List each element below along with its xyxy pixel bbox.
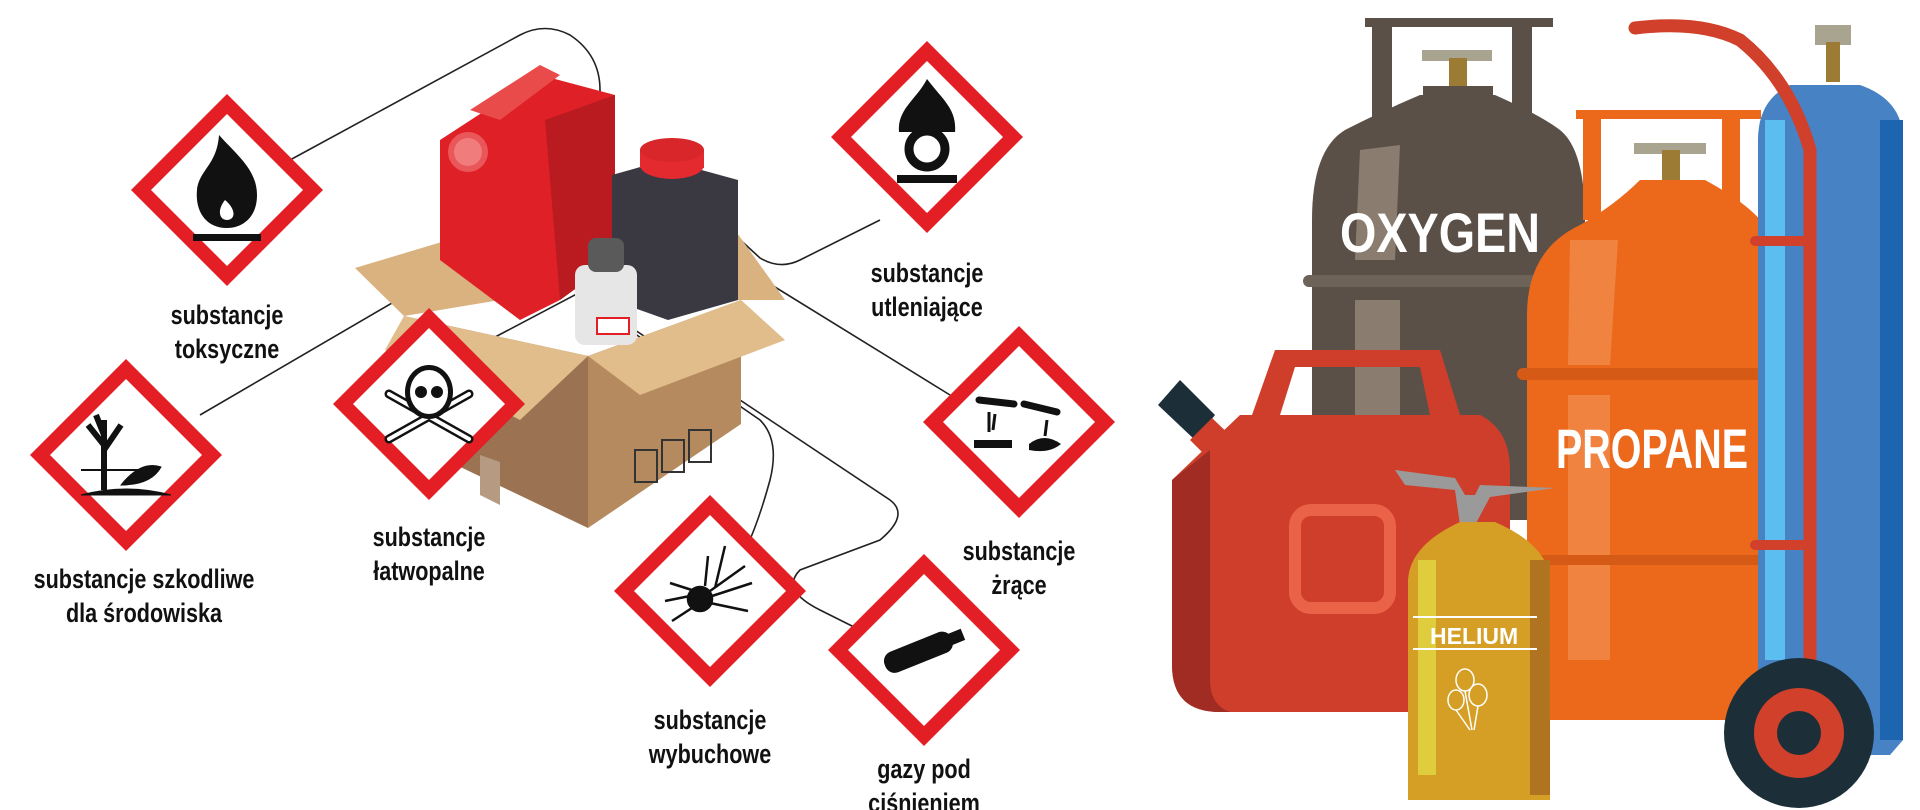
balloons-icon: [1447, 668, 1488, 731]
helium-label: HELIUM: [1430, 623, 1518, 649]
white-bottle: [575, 238, 637, 345]
gas-cylinder-icon: [883, 628, 966, 673]
pictogram-explosive: [614, 495, 806, 687]
pictogram-gas: [828, 554, 1020, 746]
pictogram-flame: [131, 94, 323, 286]
flame-over-circle-icon: [897, 79, 957, 183]
orange-propane-cylinder: [1517, 110, 1772, 720]
corrosion-icon: [974, 396, 1061, 452]
exploding-bomb-icon: [664, 545, 753, 623]
pictogram-oxidizing: [831, 41, 1023, 233]
blue-cylinder-trolley: [1628, 19, 1903, 808]
environment-icon: [80, 413, 172, 496]
black-container: [612, 138, 738, 320]
skull-crossbones-icon: [384, 365, 474, 444]
helium-cylinder: HELIUM: [1395, 470, 1555, 800]
pictogram-skull: [333, 308, 525, 500]
box-handling-symbols: [634, 429, 712, 483]
pictogram-corrosive: [923, 326, 1115, 518]
flame-icon: [196, 135, 257, 228]
propane-label: PROPANE: [1556, 417, 1748, 480]
pictogram-environment: [30, 359, 222, 551]
oxygen-label: OXYGEN: [1340, 201, 1540, 264]
